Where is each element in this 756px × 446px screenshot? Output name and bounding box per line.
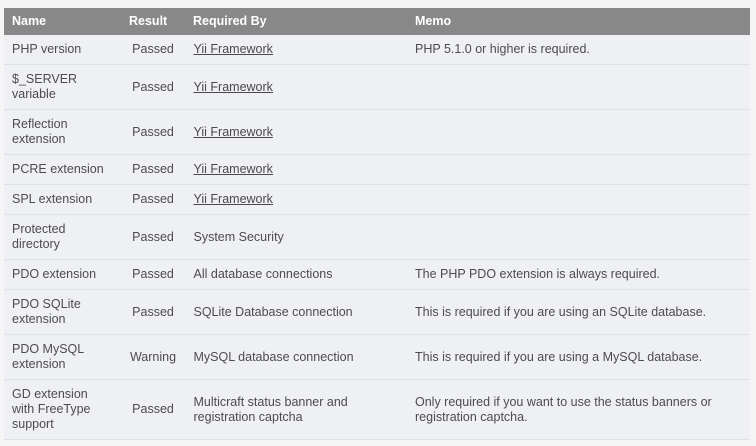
cell-requirement-name: Protected directory: [4, 214, 121, 260]
status-badge: Passed: [132, 304, 174, 319]
cell-requirement-name: PCRE extension: [4, 154, 121, 185]
cell-required-by: Yii Framework: [185, 184, 407, 215]
cell-result-passed: Passed: [120, 259, 186, 290]
required-by-text: Multicraft status banner and registratio…: [193, 394, 348, 424]
cell-requirement-name: PDO SQLite extension: [4, 289, 121, 335]
cell-required-by: All database connections: [185, 259, 407, 290]
column-header-result: Result: [121, 8, 185, 35]
status-badge: Passed: [132, 229, 174, 244]
table-row: Protected directory Passed System Security: [4, 214, 750, 260]
cell-memo: Only required if you want to use the sta…: [407, 379, 750, 440]
status-badge: Passed: [132, 162, 174, 176]
table-row: PCRE extension Passed Yii Framework: [4, 154, 750, 185]
cell-required-by: MySQL database connection: [185, 334, 407, 380]
cell-result-passed: Passed: [120, 214, 186, 260]
cell-memo: [407, 109, 750, 155]
cell-memo: The PHP PDO extension is always required…: [407, 259, 750, 290]
cell-result-passed: Passed: [120, 379, 186, 440]
required-by-link[interactable]: Yii Framework: [193, 124, 273, 139]
column-header-name: Name: [4, 8, 121, 35]
cell-result-passed: Passed: [120, 64, 186, 110]
required-by-text: SQLite Database connection: [193, 304, 353, 319]
cell-requirement-name: PHP version: [4, 35, 121, 65]
table-row: SPL extension Passed Yii Framework: [4, 184, 750, 215]
status-badge: Passed: [132, 124, 174, 139]
column-header-required-by: Required By: [185, 8, 407, 35]
required-by-link[interactable]: Yii Framework: [193, 79, 273, 94]
cell-requirement-name: SPL extension: [4, 184, 121, 215]
status-badge: Passed: [132, 42, 174, 56]
column-header-memo: Memo: [407, 8, 750, 35]
required-by-link[interactable]: Yii Framework: [193, 192, 273, 206]
cell-required-by: System Security: [185, 214, 407, 260]
cell-memo: PHP 5.1.0 or higher is required.: [407, 35, 750, 65]
cell-required-by: Multicraft status banner and registratio…: [185, 379, 407, 440]
required-by-link[interactable]: Yii Framework: [193, 42, 273, 56]
cell-result-warning: Warning: [120, 334, 186, 380]
table-row: PDO MySQL extension Warning MySQL database…: [4, 334, 750, 380]
cell-required-by: Yii Framework: [185, 35, 407, 65]
cell-memo: [407, 64, 750, 110]
cell-memo: [407, 214, 750, 260]
table-row: PHP version Passed Yii Framework PHP 5.1.0 …: [4, 35, 750, 65]
cell-required-by: SQLite Database connection: [185, 289, 407, 335]
cell-required-by: Yii Framework: [185, 154, 407, 185]
table-row: PDO extension Passed All database connecti…: [4, 259, 750, 290]
status-badge: Warning: [129, 349, 177, 364]
cell-requirement-name: GD extension with FreeType support: [4, 379, 121, 440]
cell-memo: [407, 184, 750, 215]
status-badge: Passed: [132, 192, 174, 206]
cell-result-passed: Passed: [120, 289, 186, 335]
table-header: Name Result Required By Memo: [4, 8, 750, 35]
cell-result-passed: Passed: [120, 154, 186, 185]
cell-memo: This is required if you are using an SQL…: [407, 289, 750, 335]
status-badge: Passed: [132, 267, 174, 281]
table-row: PDO SQLite extension Passed SQLite Databas…: [4, 289, 750, 335]
cell-result-passed: Passed: [120, 35, 186, 65]
status-badge: Passed: [132, 402, 174, 416]
cell-memo: [407, 154, 750, 185]
cell-memo: This is required if you are using a MySQ…: [407, 334, 750, 380]
cell-requirement-name: $_SERVER variable: [4, 64, 121, 110]
cell-required-by: Yii Framework: [185, 64, 407, 110]
table-header-row: Name Result Required By Memo: [4, 8, 750, 35]
status-badge: Passed: [132, 79, 174, 94]
table-row: Reflection extension Passed Yii Framework: [4, 109, 750, 155]
required-by-text: System Security: [193, 229, 284, 244]
table-row: GD extension with FreeType support Passed…: [4, 379, 750, 440]
cell-requirement-name: PDO MySQL extension: [4, 334, 121, 380]
cell-required-by: Yii Framework: [185, 109, 407, 155]
table-row: $_SERVER variable Passed Yii Framework: [4, 64, 750, 110]
required-by-text: MySQL database connection: [193, 349, 354, 364]
cell-result-passed: Passed: [120, 184, 186, 215]
cell-requirement-name: Reflection extension: [4, 109, 121, 155]
cell-result-passed: Passed: [120, 109, 186, 155]
cell-requirement-name: PDO extension: [4, 259, 121, 290]
required-by-text: All database connections: [193, 267, 333, 281]
required-by-link[interactable]: Yii Framework: [193, 162, 273, 176]
requirement-check-table: Name Result Required By Memo PHP version…: [4, 8, 750, 440]
